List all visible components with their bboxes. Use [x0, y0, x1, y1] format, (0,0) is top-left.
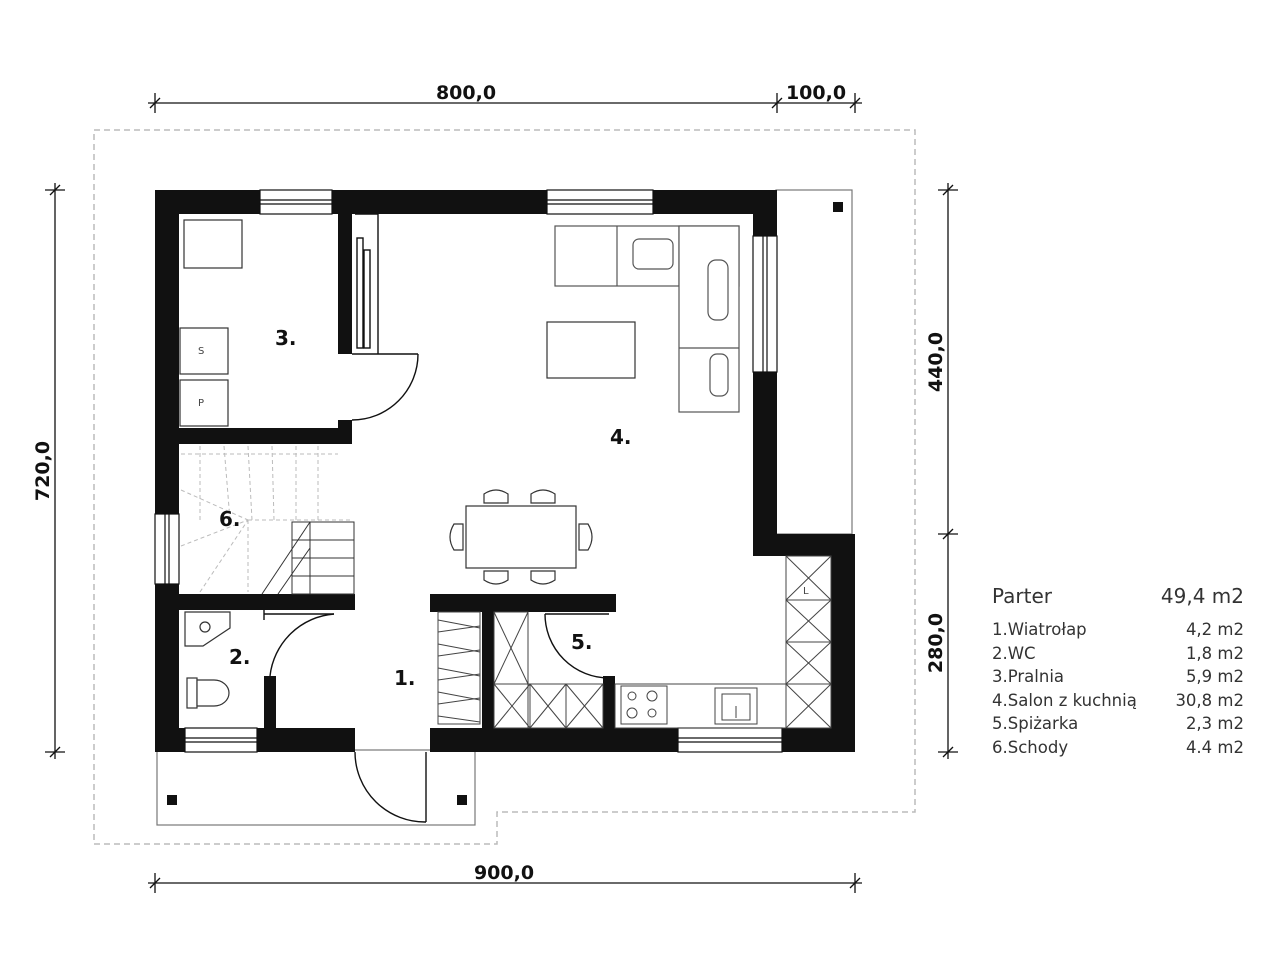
dim-right-lower: 280,0 — [925, 613, 947, 673]
laundry-furniture — [179, 219, 243, 427]
porch-post-left — [167, 795, 177, 805]
legend-room-area: 4.4 m2 — [1185, 737, 1244, 757]
windows — [154, 189, 783, 753]
room-number-3: 3. — [275, 326, 297, 350]
dim-bottom: 900,0 — [474, 862, 534, 884]
legend-room-name: 6.Schody — [992, 737, 1069, 757]
legend-room-name: 2.WC — [992, 643, 1036, 663]
porch — [156, 749, 476, 826]
coffee-table — [546, 321, 636, 379]
sofa — [554, 225, 740, 413]
legend-room-area: 30,8 m2 — [1175, 690, 1244, 710]
legend-row: 1.Wiatrołap 4,2 m2 — [992, 618, 1244, 642]
legend-row: 5.Spiżarka 2,3 m2 — [992, 712, 1244, 736]
porch-post-right — [457, 795, 467, 805]
legend-room-name: 1.Wiatrołap — [992, 620, 1087, 639]
legend-room-area: 2,3 m2 — [1185, 714, 1244, 733]
doors — [263, 213, 610, 823]
walls — [155, 190, 855, 752]
legend-row: 4.Salon z kuchnią 30,8 m2 — [992, 689, 1244, 713]
legend-header: Parter 49,4 m2 — [992, 584, 1244, 608]
legend-room-name: 5.Spiżarka — [992, 714, 1079, 733]
floor-plan: S P — [32, 82, 958, 893]
terrace-post — [833, 202, 843, 212]
dryer-label: S — [198, 346, 204, 357]
room-number-4: 4. — [610, 425, 632, 449]
washer-label: P — [198, 398, 204, 409]
legend-room-name: 4.Salon z kuchnią — [992, 690, 1137, 710]
dining-set — [449, 489, 593, 585]
legend-row: 3.Pralnia 5,9 m2 — [992, 665, 1244, 689]
wc-furniture — [184, 611, 231, 709]
wardrobe — [437, 611, 481, 725]
roof-outline — [93, 129, 916, 845]
dim-right-upper: 440,0 — [925, 332, 947, 392]
dim-top-main: 800,0 — [436, 82, 496, 104]
dim-top-side: 100,0 — [786, 82, 846, 104]
dimension-lines — [45, 93, 958, 893]
room-number-5: 5. — [571, 630, 593, 654]
pantry-shelves — [493, 611, 604, 729]
room-number-1: 1. — [394, 666, 416, 690]
room-number-2: 2. — [229, 645, 251, 669]
area-legend: Parter 49,4 m2 1.Wiatrołap 4,2 m2 2.WC 1… — [992, 584, 1244, 759]
legend-room-area: 5,9 m2 — [1185, 667, 1244, 686]
dim-left: 720,0 — [32, 441, 54, 501]
legend-title: Parter — [992, 584, 1053, 608]
fridge-label: L — [803, 586, 809, 597]
kitchen-units — [614, 555, 832, 729]
legend-total: 49,4 m2 — [1160, 584, 1244, 608]
stairs — [180, 445, 355, 595]
legend-room-area: 1,8 m2 — [1185, 643, 1244, 663]
legend-row: 2.WC 1,8 m2 — [992, 642, 1244, 666]
legend-room-name: 3.Pralnia — [992, 667, 1065, 686]
legend-room-area: 4,2 m2 — [1185, 620, 1244, 639]
legend-row: 6.Schody 4.4 m2 — [992, 736, 1244, 760]
room-number-6: 6. — [219, 507, 241, 531]
terrace — [775, 189, 853, 535]
